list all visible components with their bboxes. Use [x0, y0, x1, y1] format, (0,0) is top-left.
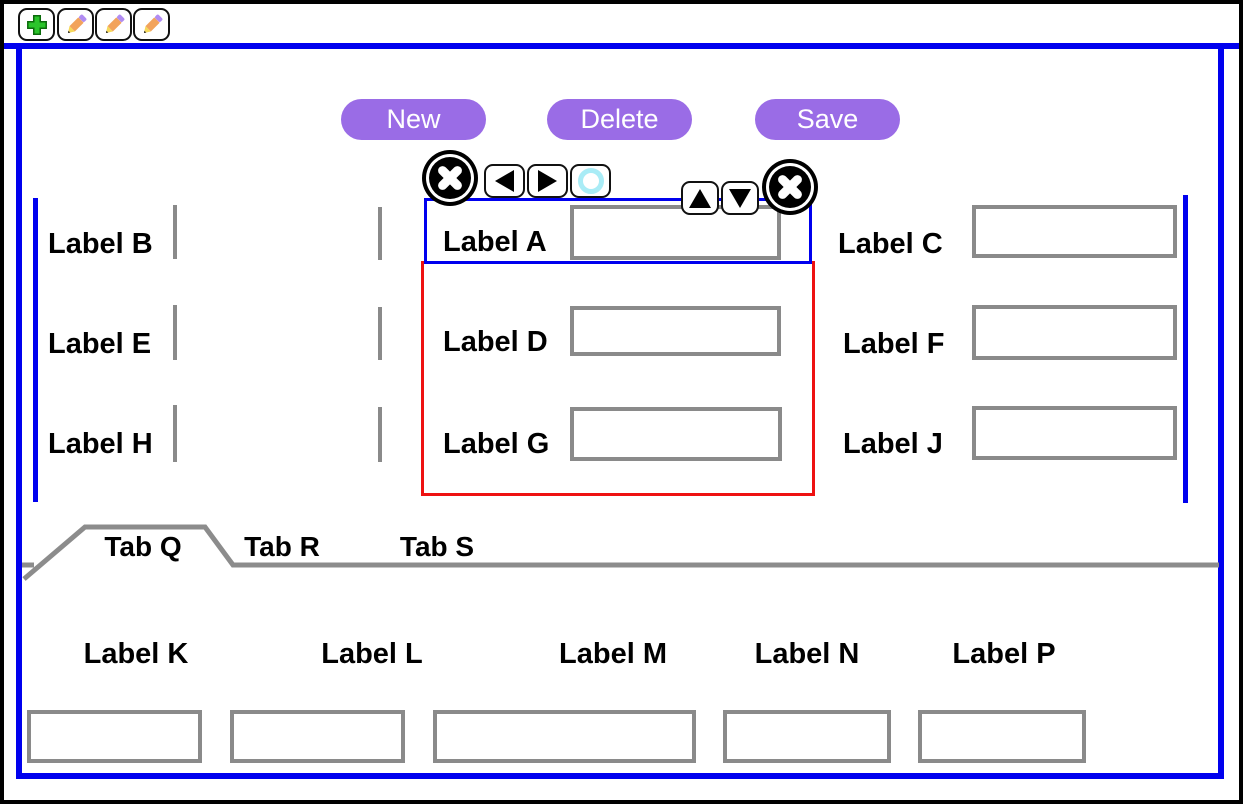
field-label: Label J [843, 428, 943, 460]
field-input-f[interactable] [972, 305, 1177, 360]
field-label: Label F [843, 328, 945, 360]
record-indicator-button[interactable] [570, 164, 611, 198]
tab-strip [22, 524, 1219, 581]
field-label: Label G [443, 428, 550, 460]
field-label: Label C [838, 228, 943, 260]
record-indicator-icon [577, 168, 604, 194]
field-label: Label K [83, 638, 189, 670]
field-input-g[interactable] [570, 407, 782, 461]
plus-icon [26, 14, 47, 35]
arrow-left-icon [495, 170, 514, 192]
collapsed-field-line [378, 207, 382, 260]
collapsed-field-line [173, 405, 177, 462]
field-label: Label B [48, 228, 153, 260]
field-input-p[interactable] [918, 710, 1086, 763]
collapsed-field-line [173, 305, 177, 360]
field-input-c[interactable] [972, 205, 1177, 258]
delete-button[interactable]: Delete [547, 99, 692, 140]
field-label: Label A [443, 226, 547, 258]
field-input-n[interactable] [723, 710, 891, 763]
collapsed-field-line [378, 407, 382, 462]
tab-s[interactable]: Tab S [399, 531, 475, 562]
close-button-left[interactable] [429, 157, 471, 199]
pencil-icon [67, 14, 86, 33]
collapsed-field-line [378, 307, 382, 360]
arrow-right-icon [538, 170, 557, 192]
field-label: Label E [48, 328, 152, 360]
field-input-d[interactable] [570, 306, 781, 356]
field-label: Label P [952, 638, 1056, 670]
edit-button-1[interactable] [57, 8, 94, 41]
save-button[interactable]: Save [755, 99, 900, 140]
field-input-k[interactable] [27, 710, 202, 763]
move-up-button[interactable] [681, 181, 719, 215]
tab-r[interactable]: Tab R [244, 531, 320, 562]
left-group-line [33, 198, 38, 502]
edit-button-3[interactable] [133, 8, 170, 41]
edit-button-2[interactable] [95, 8, 132, 41]
pencil-icon [143, 14, 162, 33]
form-panel [16, 43, 1224, 779]
field-input-l[interactable] [230, 710, 405, 763]
new-button[interactable]: New [341, 99, 486, 140]
prev-record-button[interactable] [484, 164, 525, 198]
arrow-down-icon [729, 188, 751, 208]
add-button[interactable] [18, 8, 55, 41]
right-group-line [1183, 195, 1188, 503]
tab-q[interactable]: Tab Q [104, 531, 182, 562]
field-label: Label N [754, 638, 860, 670]
move-down-button[interactable] [721, 181, 759, 215]
field-input-m[interactable] [433, 710, 696, 763]
field-label: Label L [321, 638, 423, 670]
field-label: Label M [559, 638, 667, 670]
pencil-icon [105, 14, 124, 33]
close-button-right[interactable] [769, 166, 811, 208]
primary-group-box [424, 198, 812, 264]
field-label: Label H [48, 428, 153, 460]
arrow-up-icon [689, 188, 711, 208]
field-label: Label D [443, 326, 548, 358]
collapsed-field-line [173, 205, 177, 259]
next-record-button[interactable] [527, 164, 568, 198]
field-input-j[interactable] [972, 406, 1177, 460]
